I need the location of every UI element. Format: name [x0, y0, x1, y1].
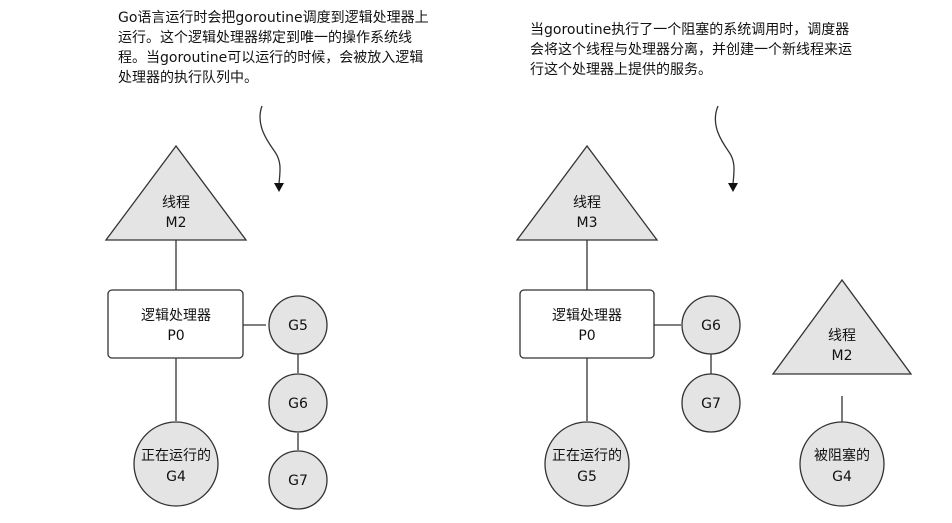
processor-label: 逻辑处理器: [141, 308, 211, 324]
goroutine-circle: [133, 421, 219, 507]
thread-id: M2: [166, 215, 187, 231]
right-thread-m3: 线程 M3: [515, 144, 659, 241]
goroutine-id: G4: [832, 469, 852, 485]
thread-label: 线程: [162, 195, 190, 211]
thread-triangle: [515, 144, 659, 241]
thread-id: M2: [832, 348, 853, 364]
processor-label: 逻辑处理器: [552, 308, 622, 324]
queue-goroutine: G7: [268, 450, 328, 510]
goroutine-id: G6: [701, 318, 721, 334]
processor-id: P0: [578, 328, 595, 344]
processor-box: [519, 289, 655, 359]
right-annotation: 当goroutine执行了一个阻塞的系统调用时，调度器会将这个线程与处理器分离，…: [530, 22, 852, 78]
goroutine-circle: [544, 421, 630, 507]
left-running-goroutine: 正在运行的 G4: [133, 421, 219, 507]
goroutine-id: G7: [701, 396, 721, 412]
thread-label: 线程: [828, 328, 856, 344]
right-processor-p0: 逻辑处理器 P0: [519, 289, 655, 359]
left-annotation: Go语言运行时会把goroutine调度到逻辑处理器上运行。这个逻辑处理器绑定到…: [118, 10, 429, 86]
thread-label: 线程: [573, 195, 601, 211]
left-processor-p0: 逻辑处理器 P0: [107, 289, 244, 359]
goroutine-status: 正在运行的: [141, 448, 211, 464]
left-callout-arrow: [259, 105, 281, 185]
goroutine-circle: [799, 421, 885, 507]
thread-triangle: [104, 144, 248, 241]
goroutine-id: G6: [288, 396, 308, 412]
queue-goroutine: G7: [681, 373, 741, 433]
goroutine-status: 被阻塞的: [814, 447, 870, 464]
processor-id: P0: [167, 328, 184, 344]
left-run-queue: G5 G6 G7: [268, 295, 328, 510]
goroutine-status: 正在运行的: [552, 448, 622, 464]
queue-goroutine: G6: [268, 373, 328, 433]
right-blocked-thread-m2: 线程 M2: [771, 278, 913, 375]
goroutine-id: G5: [577, 469, 597, 485]
goroutine-id: G4: [166, 469, 186, 485]
left-thread-m2: 线程 M2: [104, 144, 248, 241]
thread-id: M3: [577, 215, 598, 231]
thread-triangle: [771, 278, 913, 375]
processor-box: [107, 289, 244, 359]
right-callout-arrowhead: [728, 183, 738, 192]
left-callout-arrowhead: [274, 183, 284, 192]
right-running-goroutine: 正在运行的 G5: [544, 421, 630, 507]
right-callout-arrow: [714, 105, 735, 185]
goroutine-id: G5: [288, 318, 308, 334]
right-run-queue: G6 G7: [681, 295, 741, 433]
right-blocked-goroutine: 被阻塞的 G4: [799, 421, 885, 507]
queue-goroutine: G6: [681, 295, 741, 355]
goroutine-id: G7: [288, 473, 308, 489]
queue-goroutine: G5: [268, 295, 328, 355]
